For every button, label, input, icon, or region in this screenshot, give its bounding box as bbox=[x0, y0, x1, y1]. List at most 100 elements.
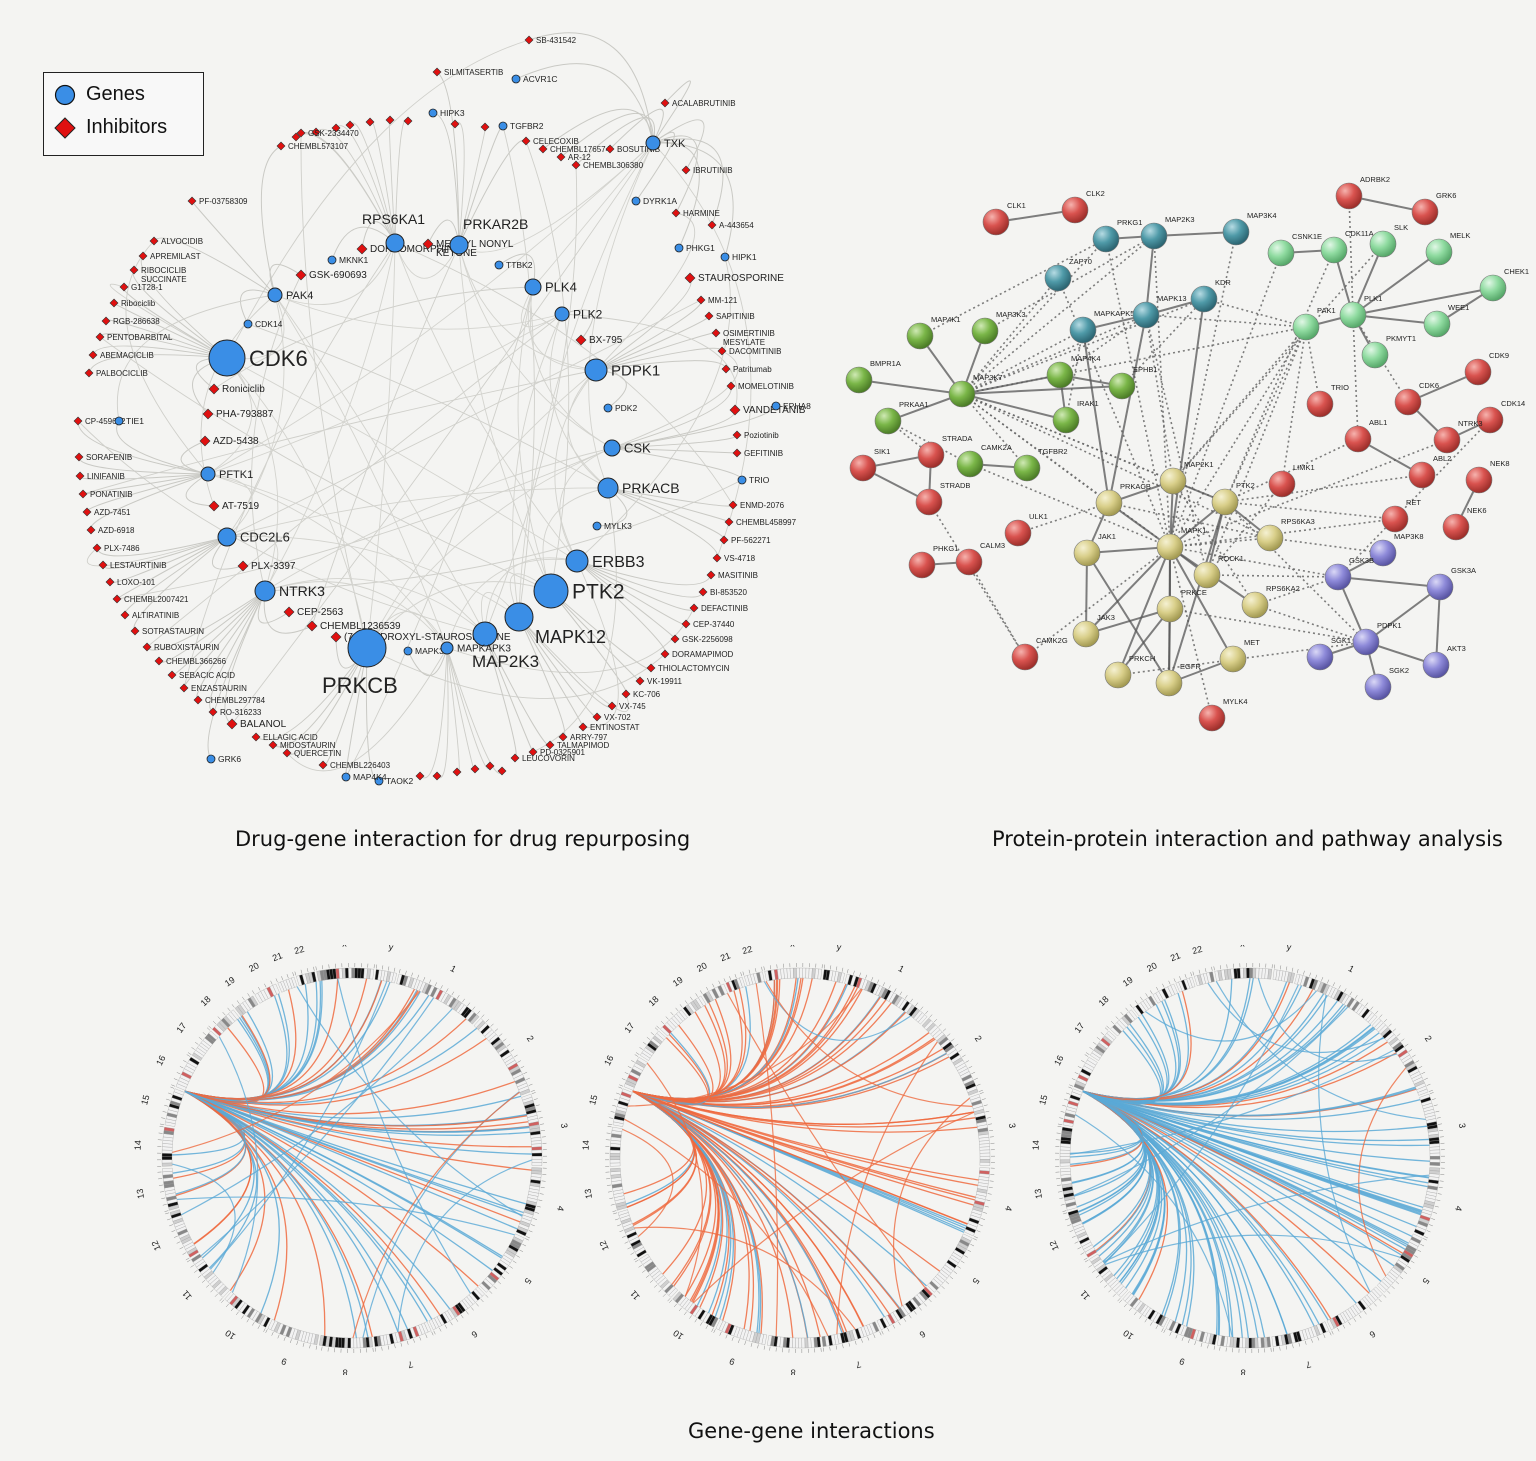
inhibitor-label: ARRY-797 bbox=[570, 733, 608, 742]
chromosome-band bbox=[720, 983, 728, 995]
ppi-edge bbox=[1169, 546, 1213, 719]
protein-label: ABL2 bbox=[1433, 454, 1451, 463]
chromosome-band bbox=[428, 1319, 437, 1330]
ring-tick bbox=[158, 1184, 163, 1186]
ring-tick bbox=[923, 1303, 927, 1307]
inhibitor-ribociclib: Ribociclib bbox=[109, 298, 156, 308]
protein-label: GRK6 bbox=[1436, 191, 1456, 200]
protein-irak1: IRAK1 bbox=[1052, 399, 1099, 434]
gene-label: HIPK3 bbox=[440, 108, 465, 118]
inhibitor-cluster-marker bbox=[497, 766, 507, 776]
caption-ppi: Protein-protein interaction and pathway … bbox=[992, 827, 1503, 851]
ring-tick bbox=[292, 972, 295, 977]
drug-gene-edge bbox=[484, 557, 578, 635]
ring-tick bbox=[265, 1329, 268, 1333]
chromosome-band bbox=[350, 1337, 354, 1349]
protein-label: BMPR1A bbox=[870, 359, 901, 368]
ring-tick bbox=[910, 998, 913, 1003]
ring-tick bbox=[1129, 1004, 1133, 1008]
ring-tick bbox=[1383, 1018, 1388, 1023]
gene-tgfbr2: TGFBR2 bbox=[498, 121, 544, 131]
ring-tick bbox=[744, 1341, 746, 1346]
inhibitor-bosutinib: BOSUTINIB bbox=[605, 144, 660, 154]
chromosome-label: 2 bbox=[973, 1034, 984, 1044]
protein-label: MAPK1 bbox=[1181, 526, 1206, 535]
chromosome-band bbox=[1059, 1153, 1071, 1157]
ring-tick bbox=[734, 974, 737, 979]
chromosome-band bbox=[792, 1337, 796, 1349]
gene-link bbox=[1081, 1090, 1147, 1224]
protein-nek8: NEK8 bbox=[1465, 459, 1510, 494]
ring-tick bbox=[1395, 1281, 1400, 1285]
inhibitor-label: AR-12 bbox=[568, 153, 591, 162]
ring-tick bbox=[606, 1132, 611, 1134]
ring-tick bbox=[1123, 1303, 1127, 1308]
ppi-edge bbox=[1117, 546, 1171, 676]
drug-gene-edge bbox=[272, 647, 368, 748]
chromosome-band bbox=[1128, 1009, 1138, 1020]
ring-tick bbox=[1370, 1006, 1374, 1010]
ppi-edge bbox=[1065, 329, 1084, 421]
gene-label: PHKG1 bbox=[686, 243, 715, 253]
chromosome-band bbox=[369, 968, 375, 980]
protein-limk1: LIMK1 bbox=[1268, 463, 1315, 498]
drug-gene-edge bbox=[300, 132, 368, 649]
gene-link bbox=[184, 1037, 487, 1106]
protein-label: SIK1 bbox=[874, 447, 890, 456]
gene-link bbox=[632, 979, 781, 1100]
drug-gene-edge bbox=[92, 345, 228, 359]
drug-gene-edge bbox=[652, 119, 705, 171]
chromosome-band bbox=[161, 1156, 173, 1160]
inhibitor-leucovorin: LEUCOVORIN bbox=[510, 753, 575, 763]
chromosome-band bbox=[319, 1335, 325, 1346]
gene-circle-icon bbox=[54, 84, 76, 106]
inhibitor-label: LESTAURTINIB bbox=[110, 561, 167, 570]
ring-tick bbox=[824, 964, 826, 969]
chromosome-label: 8 bbox=[342, 1367, 347, 1375]
chromosome-label: 16 bbox=[1052, 1054, 1065, 1067]
drug-gene-edge bbox=[153, 237, 276, 296]
inhibitor-label: MIDOSTAURIN bbox=[280, 741, 336, 750]
gene-trio: TRIO bbox=[737, 475, 770, 485]
ring-tick bbox=[425, 1334, 428, 1339]
drug-gene-edge bbox=[518, 616, 630, 712]
ring-tick bbox=[983, 1104, 988, 1107]
drug-gene-edge bbox=[454, 121, 465, 246]
protein-abl1: ABL1 bbox=[1344, 418, 1387, 453]
ring-tick bbox=[528, 1083, 533, 1086]
ring-tick bbox=[419, 1336, 422, 1341]
gene-link bbox=[1082, 1090, 1424, 1208]
ring-tick bbox=[258, 986, 261, 991]
ring-tick bbox=[197, 1275, 202, 1278]
drug-gene-edge bbox=[512, 313, 563, 618]
chromosome-band bbox=[1059, 1159, 1071, 1164]
gene-link bbox=[1082, 1090, 1429, 1184]
chromosome-band bbox=[1252, 967, 1257, 979]
chromosome-band bbox=[373, 1336, 379, 1347]
ring-tick bbox=[510, 1049, 515, 1052]
chromosome-band bbox=[621, 1088, 633, 1096]
ring-tick bbox=[610, 1111, 615, 1113]
ring-tick bbox=[1388, 1023, 1392, 1027]
protein-akt3: AKT3 bbox=[1422, 644, 1466, 679]
ring-tick bbox=[376, 964, 378, 969]
gene-link bbox=[200, 997, 435, 1257]
protein-adrbk2: ADRBK2 bbox=[1335, 175, 1390, 210]
chromosome-band bbox=[609, 1159, 621, 1164]
inhibitor-label: QUERCETIN bbox=[294, 749, 341, 758]
chromosome-label: 13 bbox=[135, 1188, 147, 1200]
ring-tick bbox=[530, 1224, 535, 1227]
ring-tick bbox=[1219, 965, 1222, 970]
chromosome-label: 14 bbox=[1030, 1140, 1041, 1151]
gene-link bbox=[184, 989, 418, 1101]
ring-tick bbox=[187, 1052, 192, 1055]
drug-gene-edge bbox=[559, 447, 613, 562]
inhibitor-plx-7486: PLX-7486 bbox=[92, 543, 140, 553]
chromosome-label: 10 bbox=[223, 1328, 237, 1342]
inhibitor-label: DORAMAPIMOD bbox=[672, 650, 734, 659]
drug-gene-edge bbox=[96, 536, 228, 557]
ring-tick bbox=[612, 1104, 617, 1107]
ring-tick bbox=[535, 1212, 540, 1214]
ring-tick bbox=[624, 1241, 629, 1244]
gene-label: PTK2 bbox=[572, 581, 625, 604]
